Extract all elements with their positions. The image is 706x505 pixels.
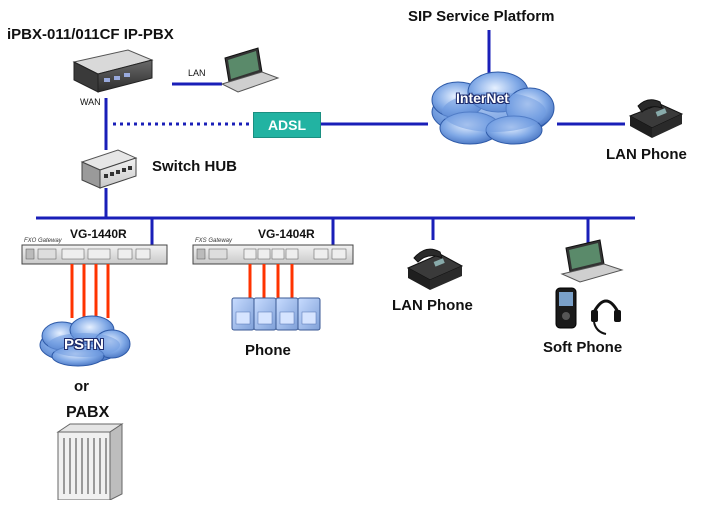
cloud-icon: [431, 71, 555, 145]
laptop-icon-softphone: [560, 239, 624, 283]
fxs-phone-lines: [248, 264, 294, 300]
laptop-icon: [220, 47, 280, 93]
lan-label: LAN: [188, 68, 206, 78]
switch-hub-label: Switch HUB: [152, 158, 238, 175]
soft-phone-label: Soft Phone: [543, 339, 623, 356]
sip-platform-label: SIP Service Platform: [408, 8, 555, 25]
fxo-phone-lines: [70, 264, 110, 318]
pabx-cabinet-icon: [56, 423, 124, 501]
headset-icon: [591, 299, 621, 335]
ip-phone-icon-mid: [406, 248, 464, 290]
wan-label: WAN: [80, 97, 101, 107]
adsl-box: ADSL: [253, 112, 321, 138]
network-lines: [36, 30, 635, 250]
pstn-cloud-icon: [39, 315, 131, 367]
rack-device-icon: [72, 49, 154, 93]
vg1440r-label: VG-1440R: [70, 227, 127, 241]
analog-phone-icon: [231, 297, 321, 331]
fxo-gateway-label: FXO Gateway: [24, 238, 62, 244]
or-label: or: [74, 378, 89, 395]
lan-phone-top-label: LAN Phone: [606, 146, 687, 163]
phone-label: Phone: [245, 342, 291, 359]
pabx-label: PABX: [66, 404, 110, 421]
mobile-phone-icon: [555, 287, 577, 329]
switch-hub-icon: [80, 149, 138, 189]
ipbx-label: iPBX-011/011CF IP-PBX: [7, 26, 174, 43]
fxs-gateway-label: FXS Gateway: [195, 238, 233, 244]
vg1404r-label: VG-1404R: [258, 227, 315, 241]
fxs-gateway-device: [192, 244, 354, 265]
pstn-label: PSTN: [64, 336, 105, 353]
fxo-gateway-device: [21, 244, 168, 265]
ip-phone-icon: [628, 99, 684, 138]
lan-phone-mid-label: LAN Phone: [392, 297, 473, 314]
internet-label: InterNet: [456, 90, 509, 106]
